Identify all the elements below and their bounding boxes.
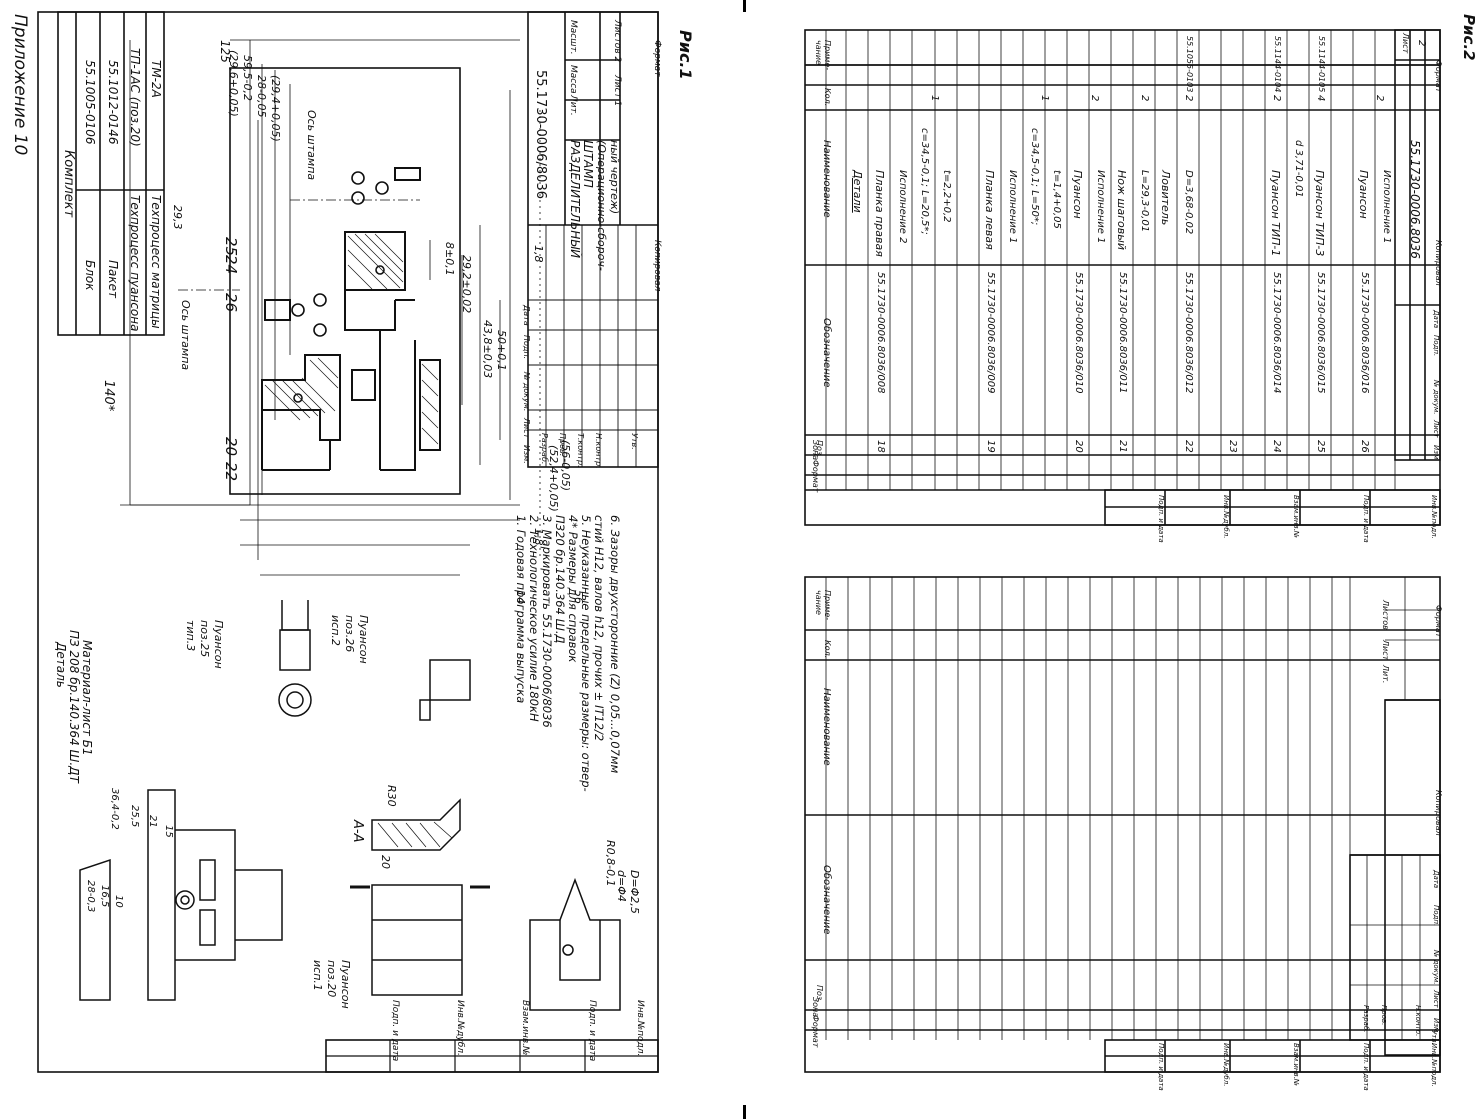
blank-row-label: Дата [1432,870,1440,889]
blank-strip: Инв.№подл. [1430,1043,1438,1087]
blank-title-label: Листов [1381,600,1390,630]
gutter-line-bottom [743,1105,746,1119]
blank-strip: Подп. и дата [1157,1043,1165,1091]
blank-strip: Инв.№дубл. [1222,1043,1230,1087]
blank-header-name: Наименование [821,688,832,766]
blank-strip: Подп. и дата [1362,1043,1370,1091]
gutter-line-top [743,0,746,12]
blank-header-note: Приме-чание [814,590,832,621]
blank-title-label: Лист [1381,640,1390,661]
blank-header-pos: Поз. [815,985,824,1003]
blank-header-qty: Кол. [823,640,832,659]
blank-row-label: № докум. [1432,950,1440,985]
blank-title-label: Лит. [1381,665,1390,684]
blank-strip: Взам.инв.№ [1292,1043,1300,1087]
blank-signer: Н.контр. [1414,1005,1422,1037]
blank-format: Формат [1434,605,1443,638]
blank-signer: Разраб. [1362,1005,1370,1033]
blank-copied: Копировал [1434,790,1443,836]
blank-row-label: Лист [1432,990,1440,1008]
blank-row-label: Подп. [1432,905,1440,927]
blank-header-code: Обозначение [821,865,832,935]
blank-header-format: Формат [811,1015,820,1048]
blank-signer: Пров. [1380,1005,1388,1026]
